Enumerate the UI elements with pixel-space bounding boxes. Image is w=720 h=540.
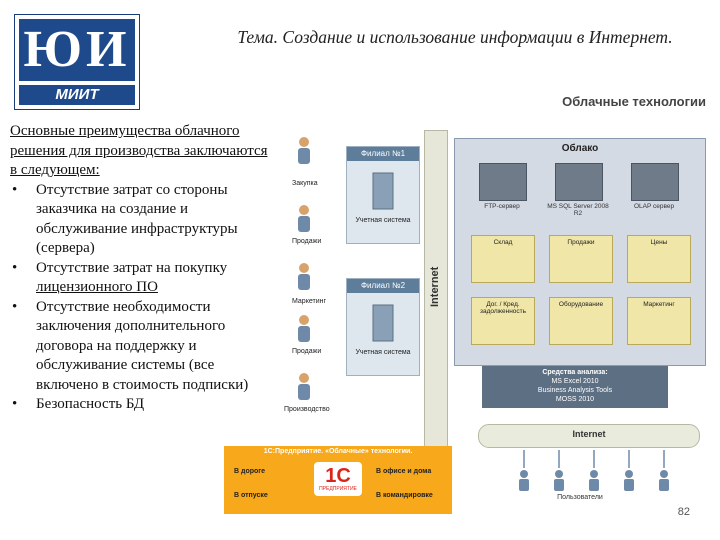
- server-icon: [555, 163, 603, 201]
- tools-item: MS Excel 2010: [551, 378, 599, 385]
- internet-bar-horizontal: [478, 424, 700, 448]
- data-cube: Продажи: [549, 235, 613, 283]
- banner-item: В офисе и дома: [376, 468, 432, 475]
- slide-title: Тема. Создание и использование информаци…: [237, 27, 673, 47]
- body-text: Основные преимущества облачного решения …: [10, 122, 272, 415]
- person-icon: [292, 136, 316, 166]
- internet-label-horizontal: Internet: [572, 429, 606, 439]
- list-item-text: Безопасность БД: [36, 396, 145, 412]
- person-label: Производство: [284, 406, 330, 413]
- server-label: OLAP сервер: [633, 203, 675, 210]
- users-label: Пользователи: [557, 494, 603, 501]
- filial-system: Учетная система: [355, 349, 411, 356]
- tools-heading: Средства анализа:: [542, 369, 608, 376]
- filial-box: Филиал №1 Учетная система: [346, 146, 420, 244]
- bullet: •: [12, 181, 18, 198]
- person-icon: [292, 262, 316, 292]
- promo-banner: 1С:Предприятие. «Облачные» технологии. В…: [224, 446, 452, 514]
- internet-bar-vertical: Internet: [424, 130, 448, 460]
- filial-name: Филиал №1: [347, 147, 419, 161]
- analysis-tools: Средства анализа: MS Excel 2010 Business…: [482, 366, 668, 408]
- 1c-logo-text: 1С: [325, 465, 351, 487]
- server-icon: [479, 163, 527, 201]
- logo-letters: ЮИ: [23, 21, 131, 78]
- person-label: Закупка: [292, 180, 318, 187]
- data-cube: Оборудование: [549, 297, 613, 345]
- list-item: • Отсутствие затрат со стороны заказчика…: [10, 181, 272, 259]
- banner-heading: 1С:Предприятие. «Облачные» технологии.: [263, 448, 413, 455]
- bullet: •: [12, 259, 18, 276]
- cloud-title: Облако: [561, 143, 599, 154]
- users-icon: [519, 450, 669, 491]
- logo: ЮИ МИИТ: [14, 14, 140, 110]
- list-item-text: Отсутствие затрат на покупку: [36, 259, 228, 276]
- logo-band-text: МИИТ: [55, 86, 99, 103]
- data-cube: Склад: [471, 235, 535, 283]
- person-icon: [292, 372, 316, 402]
- data-cube: Цены: [627, 235, 691, 283]
- list-item: • Отсутствие необходимости заключения до…: [10, 298, 272, 396]
- internet-label-vertical: Internet: [429, 266, 441, 307]
- logo-emblem: [19, 19, 135, 81]
- filial-box: Филиал №2 Учетная система: [346, 278, 420, 376]
- list-item-underlined-text: лицензионного ПО: [36, 279, 158, 295]
- list-item: • Отсутствие затрат на покупку лицензион…: [10, 259, 272, 298]
- page-number: 82: [677, 506, 690, 518]
- data-cube: Маркетинг: [627, 297, 691, 345]
- list-item: • Безопасность БД: [10, 395, 272, 415]
- server-icon: [372, 304, 394, 342]
- person-label: Маркетинг: [292, 298, 327, 305]
- cloud-technologies-diagram: Облачные технологии Закупка Продажи Марк…: [282, 94, 708, 510]
- person-label: Продажи: [292, 348, 322, 355]
- tools-item: Business Analysis Tools: [537, 387, 613, 394]
- logo-band: [19, 85, 135, 105]
- 1c-logo: [314, 462, 362, 496]
- banner-item: В дороге: [234, 468, 266, 475]
- person-label: Продажи: [292, 238, 322, 245]
- diagram-title: Облачные технологии: [562, 94, 706, 109]
- server-icon: [372, 172, 394, 210]
- advantages-list: • Отсутствие затрат со стороны заказчика…: [10, 181, 272, 415]
- data-cube: Дог. / Кред. задолженность: [471, 297, 535, 345]
- person-icon: [292, 314, 316, 344]
- list-item-text: Отсутствие необходимости заключения допо…: [36, 298, 249, 393]
- banner-item: В отпуске: [234, 492, 268, 499]
- cloud-box: Облако FTP-сервер MS SQL Server 2008 R2 …: [454, 138, 706, 366]
- tools-item: MOSS 2010: [555, 396, 595, 403]
- bullet: •: [12, 396, 18, 412]
- server-icon: [631, 163, 679, 201]
- filial-system: Учетная система: [355, 217, 411, 224]
- intro-text: Основные преимущества облачного решения …: [10, 123, 268, 178]
- 1c-logo-subtext: ПРЕДПРИЯТИЕ: [319, 486, 357, 492]
- bullet: •: [12, 298, 18, 315]
- list-item-text: Отсутствие затрат со стороны заказчика н…: [36, 181, 238, 257]
- server-label: MS SQL Server 2008 R2: [547, 203, 609, 217]
- person-icon: [292, 204, 316, 234]
- banner-item: В командировке: [376, 492, 433, 499]
- filial-name: Филиал №2: [347, 279, 419, 293]
- server-label: FTP-сервер: [484, 203, 520, 210]
